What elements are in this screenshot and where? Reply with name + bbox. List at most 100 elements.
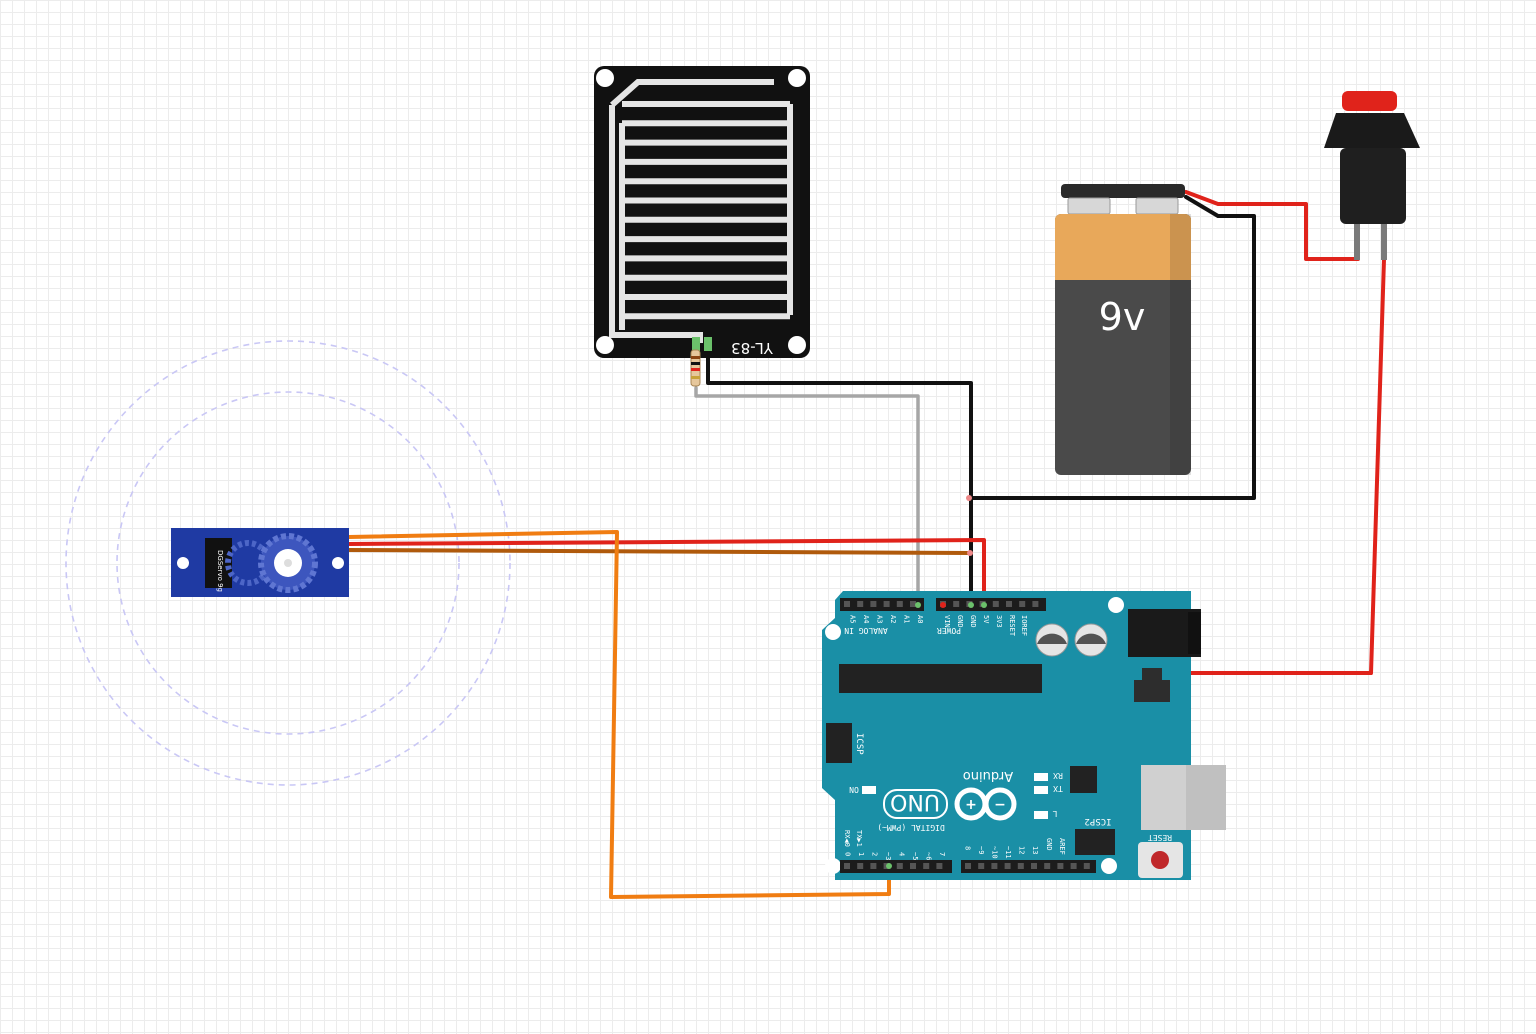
header-pin[interactable] bbox=[857, 863, 864, 869]
wire-battery-negative[interactable] bbox=[967, 195, 1256, 500]
header-pin[interactable] bbox=[1032, 601, 1039, 607]
label-analog-in: ANALOG IN bbox=[844, 626, 888, 635]
analog-pin-label: A5 bbox=[849, 615, 857, 623]
analog-pin-label: A3 bbox=[876, 615, 884, 623]
servo-motor[interactable]: DGServo 9g bbox=[171, 528, 349, 597]
header-pin[interactable] bbox=[965, 863, 971, 869]
digital-pin-label: 7 bbox=[938, 852, 946, 856]
digital-pin-label: 12 bbox=[1018, 846, 1026, 854]
header-pin[interactable] bbox=[870, 601, 877, 607]
analog-pin-label: A1 bbox=[903, 615, 911, 623]
mount-hole bbox=[596, 69, 614, 87]
mount-hole bbox=[788, 69, 806, 87]
mount-hole bbox=[596, 336, 614, 354]
label-icsp2: ICSP2 bbox=[1084, 816, 1111, 826]
digital-pin-label: ~11 bbox=[1004, 846, 1012, 859]
analog-pin-label: A4 bbox=[862, 615, 870, 623]
header-pin[interactable] bbox=[1017, 863, 1024, 869]
header-pin[interactable] bbox=[953, 601, 960, 607]
label-gnd-power-1: GND bbox=[969, 615, 977, 628]
servo-rotation-guides bbox=[65, 340, 511, 786]
header-pin[interactable] bbox=[1070, 863, 1077, 869]
digital-pin-label: 1 bbox=[857, 852, 865, 856]
header-pin[interactable] bbox=[896, 601, 903, 607]
label-rxd: RX◀0 bbox=[843, 830, 851, 847]
label-3v3: 3V3 bbox=[995, 615, 1003, 628]
wire-servo-gnd[interactable] bbox=[347, 548, 972, 555]
wire-servo-power[interactable] bbox=[347, 538, 986, 607]
svg-text:+: + bbox=[965, 797, 977, 813]
header-pin[interactable] bbox=[1031, 863, 1037, 869]
header-pin[interactable] bbox=[844, 863, 850, 869]
svg-text:−: − bbox=[994, 797, 1006, 813]
header-pin[interactable] bbox=[870, 863, 877, 869]
header-pin[interactable] bbox=[910, 601, 916, 607]
label-gnd-digital: GND bbox=[1045, 838, 1053, 851]
wire-battery-positive[interactable] bbox=[1184, 190, 1360, 261]
header-pin[interactable] bbox=[1057, 863, 1064, 869]
digital-pin-label: ~3 bbox=[884, 852, 892, 860]
mount-hole bbox=[788, 336, 806, 354]
label-aref: AREF bbox=[1058, 838, 1066, 855]
header-pin[interactable] bbox=[1004, 863, 1011, 869]
label-gnd-power-2: GND bbox=[956, 615, 964, 628]
label-digital: DIGITAL (PWM~) bbox=[877, 823, 944, 832]
header-pin[interactable] bbox=[910, 863, 916, 869]
label-tx: TX bbox=[1053, 784, 1063, 793]
battery-9v[interactable]: 9v bbox=[1055, 184, 1191, 475]
header-pin[interactable] bbox=[978, 863, 985, 869]
digital-pin-label: ~10 bbox=[991, 846, 999, 859]
digital-pin-label: 4 bbox=[898, 852, 906, 856]
wire-endpoints bbox=[886, 495, 987, 869]
header-pin[interactable] bbox=[923, 863, 930, 869]
rain-sensor[interactable]: YL-83 bbox=[594, 66, 810, 387]
header-pin[interactable] bbox=[1019, 601, 1026, 607]
board-brand: Arduino bbox=[963, 768, 1013, 783]
label-txd: TX▶1 bbox=[855, 830, 863, 847]
resistor[interactable] bbox=[690, 349, 701, 387]
label-icsp: ICSP bbox=[854, 733, 864, 755]
header-pin[interactable] bbox=[1006, 601, 1012, 607]
board-model: UNO bbox=[890, 789, 940, 814]
analog-pin-labels: A0 A1 A2 A3 A4 A5 bbox=[849, 615, 925, 623]
wire-sensor-gnd[interactable] bbox=[706, 341, 973, 607]
arduino-uno-board[interactable]: + − UNO Arduino ANALOG IN POWER DIGITAL … bbox=[822, 591, 1226, 880]
battery-label: 9v bbox=[1099, 295, 1146, 339]
header-pin[interactable] bbox=[1083, 863, 1090, 869]
digital-pin-labels: 7 ~6 ~5 4 ~3 2 1 0 13 12 ~11 ~10 ~9 8 bbox=[844, 846, 1040, 860]
wire-sensor-signal[interactable] bbox=[694, 386, 920, 607]
label-power: POWER bbox=[937, 626, 961, 635]
header-pin[interactable] bbox=[857, 601, 864, 607]
analog-pin-label: A0 bbox=[916, 615, 924, 623]
label-on: ON bbox=[849, 785, 859, 794]
header-pin[interactable] bbox=[992, 601, 999, 607]
digital-pin-label: ~6 bbox=[925, 852, 933, 860]
digital-pin-label: 8 bbox=[964, 846, 972, 850]
digital-pin-label: 2 bbox=[871, 852, 879, 856]
label-reset: RESET bbox=[1148, 833, 1172, 842]
label-rx: RX bbox=[1053, 771, 1063, 780]
digital-pin-label: ~5 bbox=[911, 852, 919, 860]
digital-pin-label: 13 bbox=[1031, 846, 1039, 854]
header-pin[interactable] bbox=[883, 601, 890, 607]
label-5v: 5V bbox=[982, 615, 990, 624]
digital-pin-label: 0 bbox=[844, 852, 852, 856]
header-pin[interactable] bbox=[844, 601, 850, 607]
arduino-logo: + − bbox=[954, 787, 1017, 821]
atmega-chip bbox=[839, 664, 1042, 693]
label-vin: VIN bbox=[943, 615, 951, 628]
header-pin[interactable] bbox=[936, 863, 943, 869]
wire-servo-signal[interactable] bbox=[347, 530, 891, 899]
uno-logo-frame bbox=[883, 789, 948, 819]
header-pin[interactable] bbox=[1044, 863, 1051, 869]
header-pin[interactable] bbox=[991, 863, 998, 869]
servo-brand: DGServo 9g bbox=[216, 550, 224, 592]
label-reset-pin: RESET bbox=[1008, 615, 1016, 637]
header-pin[interactable] bbox=[896, 863, 903, 869]
push-button-switch[interactable] bbox=[1324, 91, 1420, 260]
label-ioref: IOREF bbox=[1020, 615, 1028, 636]
digital-pin-label: ~9 bbox=[977, 846, 985, 854]
analog-pin-label: A2 bbox=[889, 615, 897, 623]
sensor-label: YL-83 bbox=[731, 339, 774, 357]
